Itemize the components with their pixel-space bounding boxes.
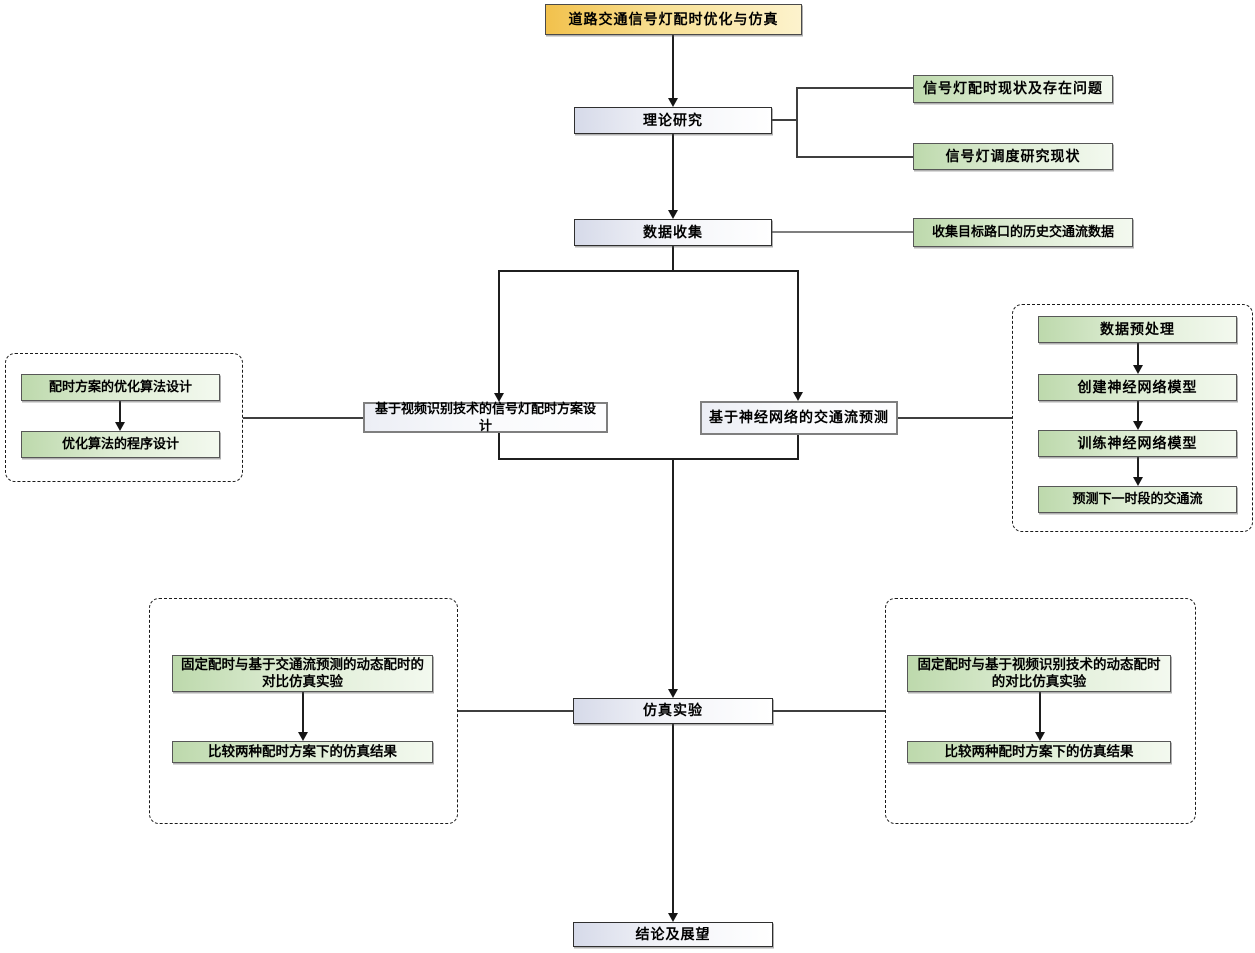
connector-merge bbox=[498, 458, 799, 460]
connector bbox=[119, 401, 121, 422]
group-connector bbox=[243, 417, 363, 419]
connector bbox=[1137, 343, 1139, 365]
group-neural-network-steps bbox=[1012, 304, 1253, 532]
arrowhead-down bbox=[668, 689, 678, 698]
arrowhead-down bbox=[668, 210, 678, 219]
node-scheduling-research-status: 信号灯调度研究现状 bbox=[913, 143, 1113, 170]
node-predict-next-period-flow: 预测下一时段的交通流 bbox=[1038, 486, 1237, 513]
node-root-title: 道路交通信号灯配时优化与仿真 bbox=[545, 4, 802, 35]
node-fixed-vs-flow-prediction-experiment: 固定配时与基于交通流预测的动态配时的对比仿真实验 bbox=[172, 655, 433, 692]
node-compare-results-right: 比较两种配时方案下的仿真结果 bbox=[907, 741, 1171, 763]
node-video-timing-design: 基于视频识别技术的信号灯配时方案设计 bbox=[363, 401, 608, 433]
gray-connector bbox=[772, 231, 913, 233]
node-data-collection: 数据收集 bbox=[574, 219, 772, 246]
node-fixed-vs-video-recognition-experiment: 固定配时与基于视频识别技术的动态配时的对比仿真实验 bbox=[907, 655, 1171, 692]
arrowhead-down bbox=[1035, 732, 1045, 741]
node-create-nn-model: 创建神经网络模型 bbox=[1038, 374, 1237, 401]
arrowhead-down bbox=[793, 392, 803, 401]
node-collect-historical-flow: 收集目标路口的历史交通流数据 bbox=[913, 218, 1133, 247]
group-connector bbox=[898, 417, 1012, 419]
connector bbox=[1137, 401, 1139, 421]
group-video-recognition-experiment bbox=[885, 598, 1196, 824]
arrowhead-down bbox=[668, 913, 678, 922]
connector bbox=[1137, 457, 1139, 477]
connector bbox=[672, 458, 674, 689]
branch-connector bbox=[796, 156, 913, 158]
node-nn-flow-prediction: 基于神经网络的交通流预测 bbox=[700, 401, 898, 435]
connector bbox=[672, 246, 674, 270]
group-optimization-algorithm bbox=[5, 353, 243, 482]
node-train-nn-model: 训练神经网络模型 bbox=[1038, 430, 1237, 457]
arrowhead-down bbox=[494, 393, 504, 402]
arrowhead-down bbox=[1133, 421, 1143, 430]
group-connector bbox=[773, 710, 885, 712]
group-flow-prediction-experiment bbox=[149, 598, 458, 824]
node-compare-results-left: 比较两种配时方案下的仿真结果 bbox=[172, 741, 433, 763]
connector bbox=[498, 433, 500, 458]
connector bbox=[1039, 692, 1041, 732]
connector bbox=[672, 35, 674, 98]
arrowhead-down bbox=[298, 732, 308, 741]
connector-split bbox=[498, 270, 798, 272]
connector bbox=[672, 133, 674, 210]
connector bbox=[672, 724, 674, 913]
arrowhead-down bbox=[668, 98, 678, 107]
arrowhead-down bbox=[1133, 477, 1143, 486]
connector bbox=[797, 435, 799, 458]
node-theory-research: 理论研究 bbox=[574, 107, 772, 134]
connector bbox=[498, 270, 500, 393]
node-simulation-experiment: 仿真实验 bbox=[573, 698, 773, 724]
node-timing-opt-algorithm-design: 配时方案的优化算法设计 bbox=[21, 374, 220, 401]
branch-connector bbox=[796, 88, 798, 158]
node-timing-status-problems: 信号灯配时现状及存在问题 bbox=[913, 75, 1113, 103]
branch-connector bbox=[796, 87, 913, 89]
node-data-preprocessing: 数据预处理 bbox=[1038, 316, 1237, 343]
branch-connector bbox=[772, 119, 797, 121]
node-conclusion-outlook: 结论及展望 bbox=[573, 922, 773, 947]
connector bbox=[302, 692, 304, 732]
arrowhead-down bbox=[1133, 365, 1143, 374]
arrowhead-down bbox=[115, 422, 125, 431]
group-connector bbox=[458, 710, 573, 712]
connector bbox=[797, 270, 799, 392]
node-opt-algorithm-program-design: 优化算法的程序设计 bbox=[21, 431, 220, 458]
